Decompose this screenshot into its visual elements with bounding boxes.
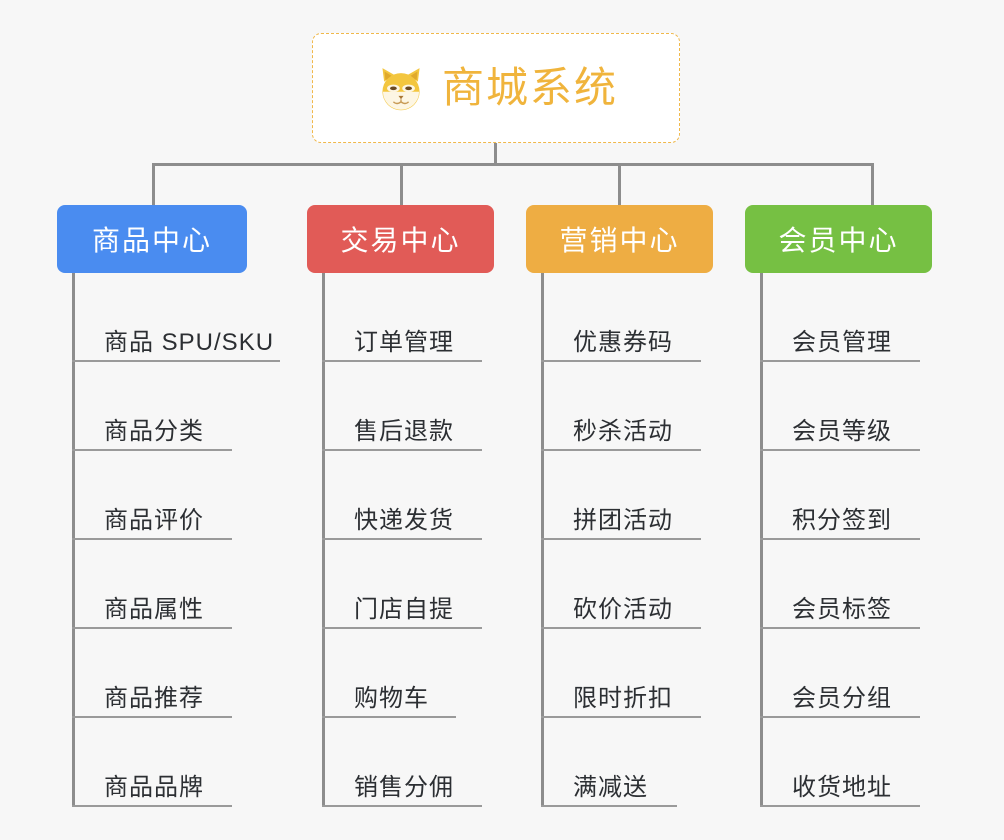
category-box-3[interactable]: 营销中心 — [526, 205, 713, 273]
leaf-item-label: 积分签到 — [792, 506, 892, 534]
leaf-item[interactable]: 会员分组 — [760, 629, 920, 718]
leaf-item[interactable]: 拼团活动 — [541, 451, 701, 540]
leaf-item[interactable]: 会员等级 — [760, 362, 920, 451]
leaf-item-underline — [760, 805, 920, 807]
category-box-2[interactable]: 交易中心 — [307, 205, 494, 273]
leaf-item-label: 商品推荐 — [104, 684, 204, 712]
leaf-item-label: 快递发货 — [354, 506, 454, 534]
leaf-item-label: 秒杀活动 — [573, 417, 673, 445]
leaf-item-underline — [72, 716, 232, 718]
leaf-list-2: 订单管理售后退款快递发货门店自提购物车销售分佣 — [322, 273, 482, 807]
leaf-item-underline — [760, 538, 920, 540]
branch-spine-1 — [72, 273, 75, 807]
leaf-item-label: 满减送 — [573, 773, 648, 801]
root-node-label: 商城系统 — [441, 64, 618, 111]
leaf-item[interactable]: 商品属性 — [72, 540, 274, 629]
leaf-item[interactable]: 砍价活动 — [541, 540, 701, 629]
leaf-item[interactable]: 购物车 — [322, 629, 456, 718]
connector-drop-2 — [400, 163, 403, 207]
leaf-item-label: 商品评价 — [104, 506, 204, 534]
leaf-item-label: 会员等级 — [792, 417, 892, 445]
leaf-item-underline — [322, 360, 482, 362]
leaf-item-label: 收货地址 — [792, 773, 892, 801]
leaf-item[interactable]: 限时折扣 — [541, 629, 701, 718]
category-label-3: 营销中心 — [559, 225, 680, 256]
leaf-list-1: 商品 SPU/SKU 商品分类商品评价商品属性商品推荐商品品牌 — [72, 273, 280, 807]
leaf-item-label: 限时折扣 — [573, 684, 673, 712]
leaf-item-label: 销售分佣 — [354, 773, 454, 801]
leaf-item[interactable]: 订单管理 — [322, 273, 482, 362]
leaf-item[interactable]: 商品分类 — [72, 362, 274, 451]
leaf-item-underline — [72, 805, 232, 807]
leaf-item[interactable]: 商品 SPU/SKU — [72, 273, 280, 362]
leaf-item-label: 门店自提 — [354, 595, 454, 623]
leaf-item-label: 会员分组 — [792, 684, 892, 712]
leaf-item[interactable]: 售后退款 — [322, 362, 482, 451]
leaf-item-label: 优惠券码 — [573, 328, 673, 356]
leaf-item-label: 会员标签 — [792, 595, 892, 623]
leaf-item-label: 商品分类 — [104, 417, 204, 445]
leaf-item-underline — [322, 449, 482, 451]
leaf-item-label: 售后退款 — [354, 417, 454, 445]
category-label-2: 交易中心 — [340, 225, 461, 256]
category-label-1: 商品中心 — [91, 225, 212, 256]
category-label-4: 会员中心 — [778, 225, 899, 256]
category-box-4[interactable]: 会员中心 — [745, 205, 932, 273]
branch-spine-4 — [760, 273, 763, 807]
leaf-item[interactable]: 收货地址 — [760, 718, 920, 807]
leaf-item-underline — [322, 538, 482, 540]
leaf-item-label: 商品属性 — [104, 595, 204, 623]
leaf-list-3: 优惠券码秒杀活动拼团活动砍价活动限时折扣满减送 — [541, 273, 701, 807]
leaf-item-label: 会员管理 — [792, 328, 892, 356]
leaf-item-underline — [760, 360, 920, 362]
leaf-item[interactable]: 商品推荐 — [72, 629, 274, 718]
leaf-item[interactable]: 会员标签 — [760, 540, 920, 629]
leaf-item[interactable]: 销售分佣 — [322, 718, 482, 807]
category-box-1[interactable]: 商品中心 — [57, 205, 247, 273]
connector-drop-4 — [871, 163, 874, 207]
leaf-item-label: 商品 SPU/SKU — [104, 328, 275, 356]
leaf-item[interactable]: 商品品牌 — [72, 718, 274, 807]
leaf-item[interactable]: 优惠券码 — [541, 273, 701, 362]
leaf-item-underline — [322, 805, 482, 807]
leaf-item-underline — [72, 449, 232, 451]
leaf-item-underline — [760, 716, 920, 718]
leaf-item[interactable]: 门店自提 — [322, 540, 482, 629]
leaf-item-underline — [72, 360, 280, 362]
leaf-item-label: 拼团活动 — [573, 506, 673, 534]
connector-drop-1 — [152, 163, 155, 207]
leaf-item-underline — [541, 360, 701, 362]
branch-spine-2 — [322, 273, 325, 807]
leaf-item-underline — [322, 627, 482, 629]
leaf-item-underline — [322, 716, 456, 718]
leaf-item[interactable]: 商品评价 — [72, 451, 274, 540]
leaf-item-underline — [72, 627, 232, 629]
root-node-shop-system[interactable]: 商城系统 — [312, 33, 680, 143]
leaf-item-label: 购物车 — [354, 684, 429, 712]
branch-spine-3 — [541, 273, 544, 807]
connector-drop-3 — [618, 163, 621, 207]
leaf-item-underline — [541, 805, 677, 807]
leaf-item-underline — [760, 449, 920, 451]
leaf-item[interactable]: 快递发货 — [322, 451, 482, 540]
leaf-item-underline — [760, 627, 920, 629]
leaf-item[interactable]: 积分签到 — [760, 451, 920, 540]
leaf-item[interactable]: 会员管理 — [760, 273, 920, 362]
leaf-item-label: 砍价活动 — [573, 595, 673, 623]
connector-root-stem — [494, 143, 497, 165]
leaf-item-underline — [541, 716, 701, 718]
leaf-item-label: 商品品牌 — [104, 773, 204, 801]
connector-horizontal-bus — [152, 163, 874, 166]
leaf-list-4: 会员管理会员等级积分签到会员标签会员分组收货地址 — [760, 273, 920, 807]
leaf-item-underline — [541, 627, 701, 629]
leaf-item-underline — [541, 538, 701, 540]
leaf-item[interactable]: 秒杀活动 — [541, 362, 701, 451]
leaf-item-label: 订单管理 — [354, 328, 454, 356]
leaf-item-underline — [541, 449, 701, 451]
leaf-item[interactable]: 满减送 — [541, 718, 677, 807]
shiba-dog-face-icon — [374, 63, 428, 117]
leaf-item-underline — [72, 538, 232, 540]
